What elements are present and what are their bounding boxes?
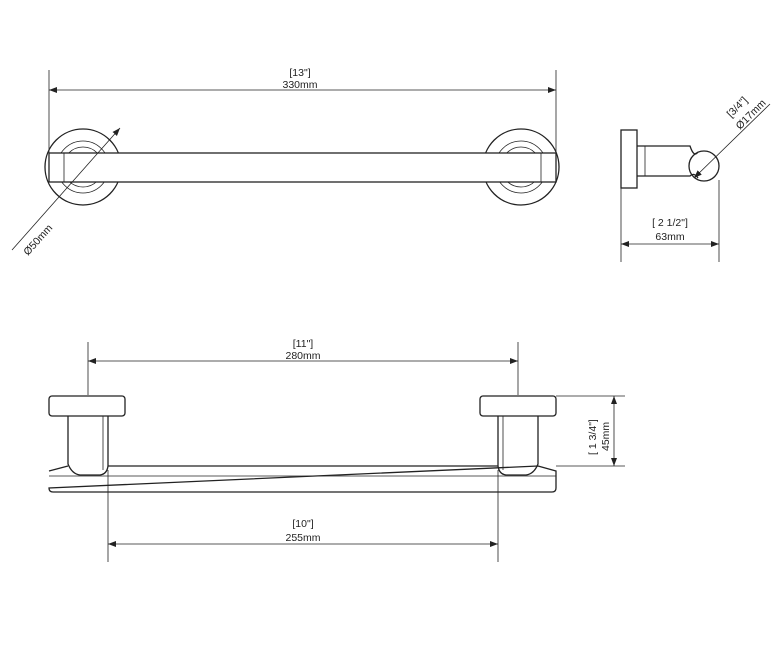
side-post — [637, 145, 699, 179]
left-post-front — [48, 395, 126, 476]
bar-top — [48, 152, 557, 183]
center-distance-inch-label: [11"] — [293, 338, 314, 350]
front-view: [11"] 280mm [ 1 3/4"] 45mm [10"] 255mm — [48, 338, 625, 562]
center-distance-mm-label: 280mm — [285, 350, 320, 362]
inner-length-mm-label: 255mm — [285, 532, 320, 544]
bar-diameter-leader — [693, 103, 771, 179]
right-post-front — [479, 395, 557, 476]
inner-length-inch-label: [10"] — [292, 518, 313, 530]
side-view: [3/4"] Ø17mm [ 2 1/2"] 63mm — [620, 94, 771, 262]
base-diameter-label: Ø50mm — [21, 222, 55, 258]
side-bar-section — [688, 150, 720, 182]
bar-front — [48, 465, 557, 493]
side-projection-mm-label: 63mm — [655, 231, 684, 243]
base-diameter-leader — [11, 127, 121, 251]
height-mm-label: 45mm — [600, 422, 612, 451]
top-length-mm-label: 330mm — [282, 79, 317, 91]
height-inch-label: [ 1 3/4"] — [587, 419, 599, 455]
top-view: [13"] 330mm Ø50mm — [11, 67, 560, 258]
top-length-inch-label: [13"] — [289, 67, 310, 79]
side-flange — [620, 129, 638, 189]
side-projection-inch-label: [ 2 1/2"] — [652, 217, 688, 229]
